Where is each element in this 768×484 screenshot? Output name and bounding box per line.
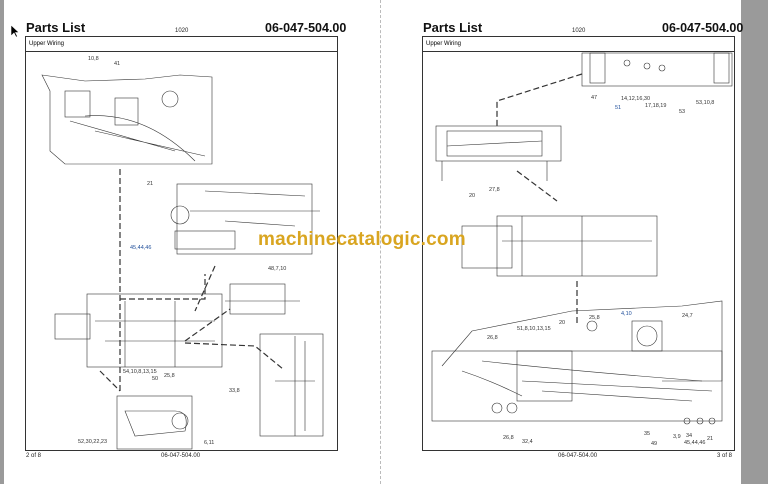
page-indicator: 2 of 8	[26, 453, 42, 459]
callout: 6,11	[204, 440, 215, 446]
callout: 45,44,46	[130, 245, 152, 251]
document-number: 06-047-504.00	[265, 21, 347, 35]
callout: 25,8	[164, 373, 175, 379]
model-number: 1020	[572, 28, 586, 34]
drawing-frame: Upper Wiring	[422, 36, 735, 451]
callout: 54,10,8,13,15	[123, 369, 157, 375]
wiring-diagram-lower	[431, 52, 733, 425]
callout: 34	[686, 433, 693, 439]
callout: 25,8	[589, 315, 600, 321]
section-title: Upper Wiring	[26, 37, 337, 52]
callout: 45,44,46	[684, 440, 706, 446]
page-indicator: 3 of 8	[717, 453, 733, 459]
document-number: 06-047-504.00	[662, 21, 744, 35]
mouse-cursor-icon	[10, 24, 20, 38]
callout: 53,10,8	[696, 100, 715, 106]
callout: 20	[469, 193, 476, 199]
section-title: Upper Wiring	[423, 37, 734, 52]
callout: 51,8,10,13,15	[517, 326, 551, 332]
drawing-frame: Upper Wiring	[25, 36, 338, 451]
callout: 3,9	[673, 434, 681, 440]
callout: 53	[679, 109, 686, 115]
callout: 24,7	[682, 313, 693, 319]
footer-doc-number: 06-047-504.00	[558, 453, 598, 459]
callout: 27,8	[489, 187, 500, 193]
callout: 26,8	[487, 335, 498, 341]
callout: 32,4	[522, 439, 533, 445]
model-number: 1020	[175, 28, 189, 34]
callout: 17,18,19	[645, 103, 667, 109]
watermark: machinecatalogic.com	[258, 229, 466, 250]
viewer-left-margin	[0, 0, 4, 484]
callout: 52,30,22,23	[78, 439, 108, 445]
wiring-diagram-upper	[41, 74, 324, 450]
callout: 10,8	[88, 56, 99, 62]
callout: 21	[707, 436, 714, 442]
callout: 51	[615, 105, 622, 111]
page-title: Parts List	[423, 20, 483, 35]
callout: 14,12,16,30	[621, 96, 651, 102]
callout: 26,8	[503, 435, 514, 441]
callout: 4,10	[621, 311, 632, 317]
page-title: Parts List	[26, 20, 86, 35]
callout: 48,7,10	[268, 266, 287, 272]
callout: 41	[114, 61, 121, 67]
callout: 49	[651, 441, 658, 447]
viewer-scrollbar[interactable]	[741, 0, 768, 484]
page-separator	[380, 0, 381, 484]
footer-doc-number: 06-047-504.00	[161, 453, 201, 459]
callout: 50	[152, 376, 159, 382]
callout: 47	[591, 95, 598, 101]
callout: 33,8	[229, 388, 240, 394]
callout: 21	[147, 181, 154, 187]
callout: 20	[559, 320, 566, 326]
callout: 35	[644, 431, 651, 437]
